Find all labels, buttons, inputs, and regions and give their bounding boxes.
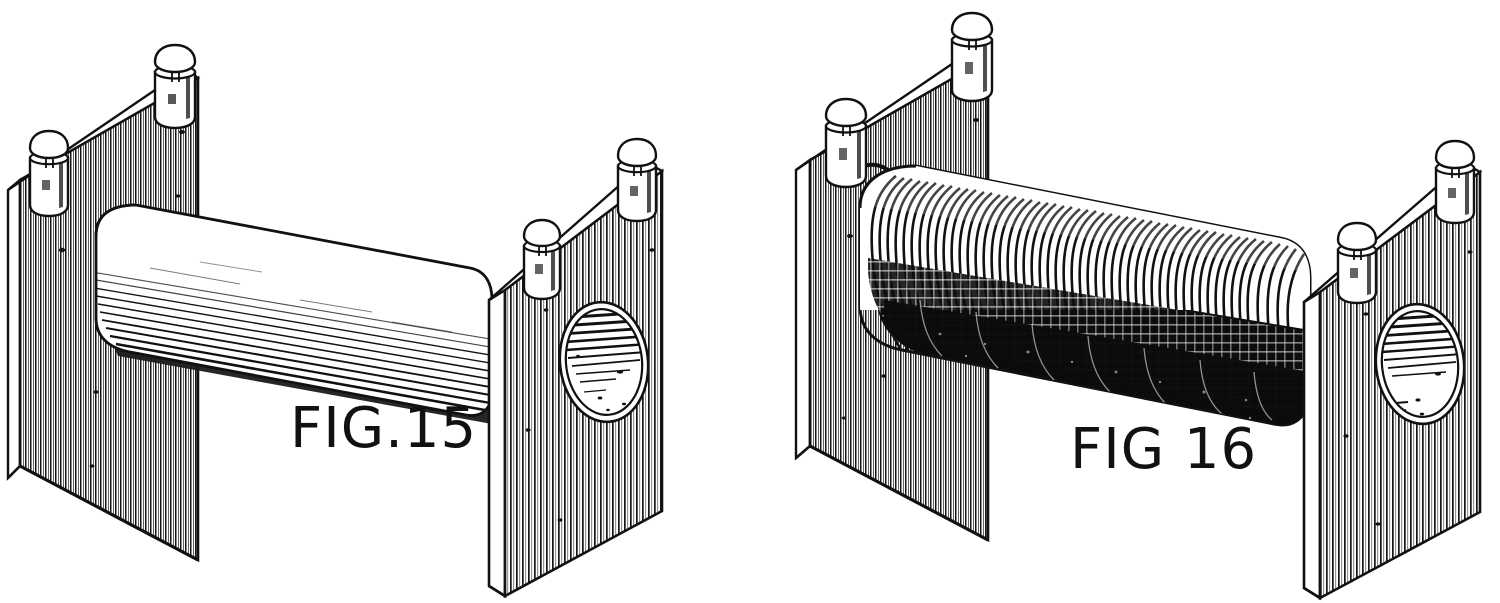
fig16-coil-left-cap [858,164,917,209]
fig15-post-screw-4 [538,246,547,256]
fig16-binding-post-back-right [1434,139,1476,225]
fig15-core-left-cap [94,203,137,237]
fig15-binding-post-front-left [28,129,70,218]
fig15-post-head-3 [616,137,658,168]
fig15-post-slot-2 [42,180,50,190]
fig15-oval-hole [558,300,650,424]
fig15-post-screw-1 [171,72,180,82]
fig16-oval-hole [1374,302,1466,426]
fig16-post-head-1 [950,11,994,42]
fig15-post-screw-3 [633,166,642,176]
fig15-post-shadow-2 [59,162,63,208]
fig15-binding-post-back-left [153,43,197,130]
fig16-right-plate-bottom-corner [1303,586,1321,600]
fig16-left-plate-edge-face [794,157,812,461]
fig15-post-slot-3 [630,186,638,196]
fig15-binding-post-front-right [522,218,562,301]
fig16-binding-post-front-left [824,97,868,189]
fig16-post-slot-3 [1448,188,1456,198]
fig16-post-slot-4 [1350,268,1358,278]
figure-16: FIG 16 [780,0,1500,603]
fig15-left-plate-bottom-edge [19,464,199,562]
fig15-right-plate-knots [525,248,655,522]
fig16-binding-post-back-left [950,11,994,103]
fig16-post-shadow-4 [1367,254,1371,295]
fig16-post-screw-2 [842,126,851,136]
fig15-right-plate-bottom-corner [488,584,506,598]
fig16-post-shadow-2 [857,130,861,179]
fig15-post-shadow-4 [551,250,555,291]
fig16-post-shadow-3 [1465,172,1469,215]
fig15-oval-hole-inner [564,308,644,416]
figure-15: FIG.15 [0,0,720,603]
fig15-cylindrical-core [94,203,494,424]
fig15-post-slot-4 [535,264,543,274]
fig15-binding-post-back-right [616,137,658,223]
fig15-caption: FIG.15 [290,396,477,461]
fig15-post-screw-2 [45,158,54,168]
fig15-left-plate-edge-face [6,177,22,481]
fig16-left-plate-knots [841,118,979,420]
fig15-left-plate-top-face [7,67,201,191]
fig15-left-plate-bottom-corner [7,465,21,479]
fig16-post-screw-3 [1451,168,1460,178]
fig16-post-slot-2 [839,148,847,160]
fig16-right-plate-edge-face [1302,289,1322,601]
fig16-oval-hole-inner [1380,310,1460,418]
fig16-post-shadow-1 [983,44,987,92]
fig16-caption: FIG 16 [1070,417,1257,482]
fig16-post-head-3 [1434,139,1476,170]
fig15-post-slot-1 [168,94,176,104]
fig15-post-shadow-1 [186,76,190,119]
fig16-post-head-4 [1336,221,1378,252]
fig16-post-screw-1 [968,40,977,50]
fig15-left-plate-knots [58,130,185,468]
fig16-right-plate-knots [1343,250,1473,526]
fig16-post-screw-4 [1353,250,1362,260]
fig15-post-head-1 [153,43,197,74]
fig15-right-plate-edge-face [487,287,507,599]
fig15-post-head-4 [522,218,562,248]
fig16-post-slot-1 [965,62,973,74]
fig16-binding-post-front-right [1336,221,1378,305]
fig15-post-shadow-3 [647,170,651,213]
fig16-post-head-2 [824,97,868,128]
fig15-core-shading [96,261,492,414]
fig16-left-plate-bottom-edge [809,444,989,542]
fig15-post-head-2 [28,129,70,160]
fig16-left-plate-bottom-corner [795,445,811,459]
